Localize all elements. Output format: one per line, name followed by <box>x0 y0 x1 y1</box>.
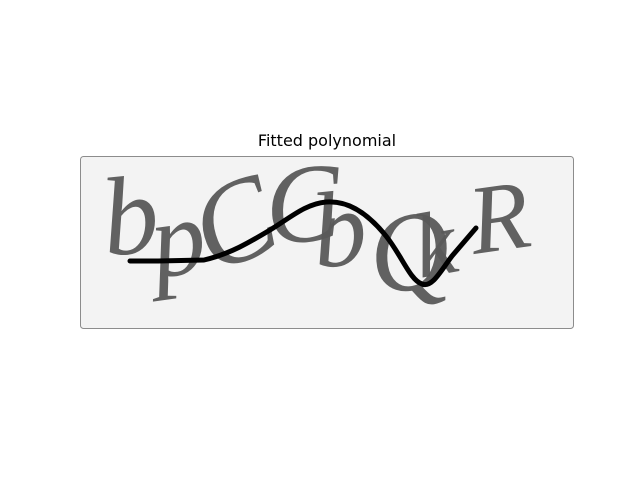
captcha-background <box>80 156 574 329</box>
fitted-curve <box>127 199 479 288</box>
captcha-letter-4: C <box>261 156 345 269</box>
captcha-image: b p C C b Q k R <box>80 156 574 329</box>
captcha-letter-5: b <box>306 168 372 292</box>
plot-title: Fitted polynomial <box>257 131 397 150</box>
captcha-letter-8: R <box>461 161 536 276</box>
